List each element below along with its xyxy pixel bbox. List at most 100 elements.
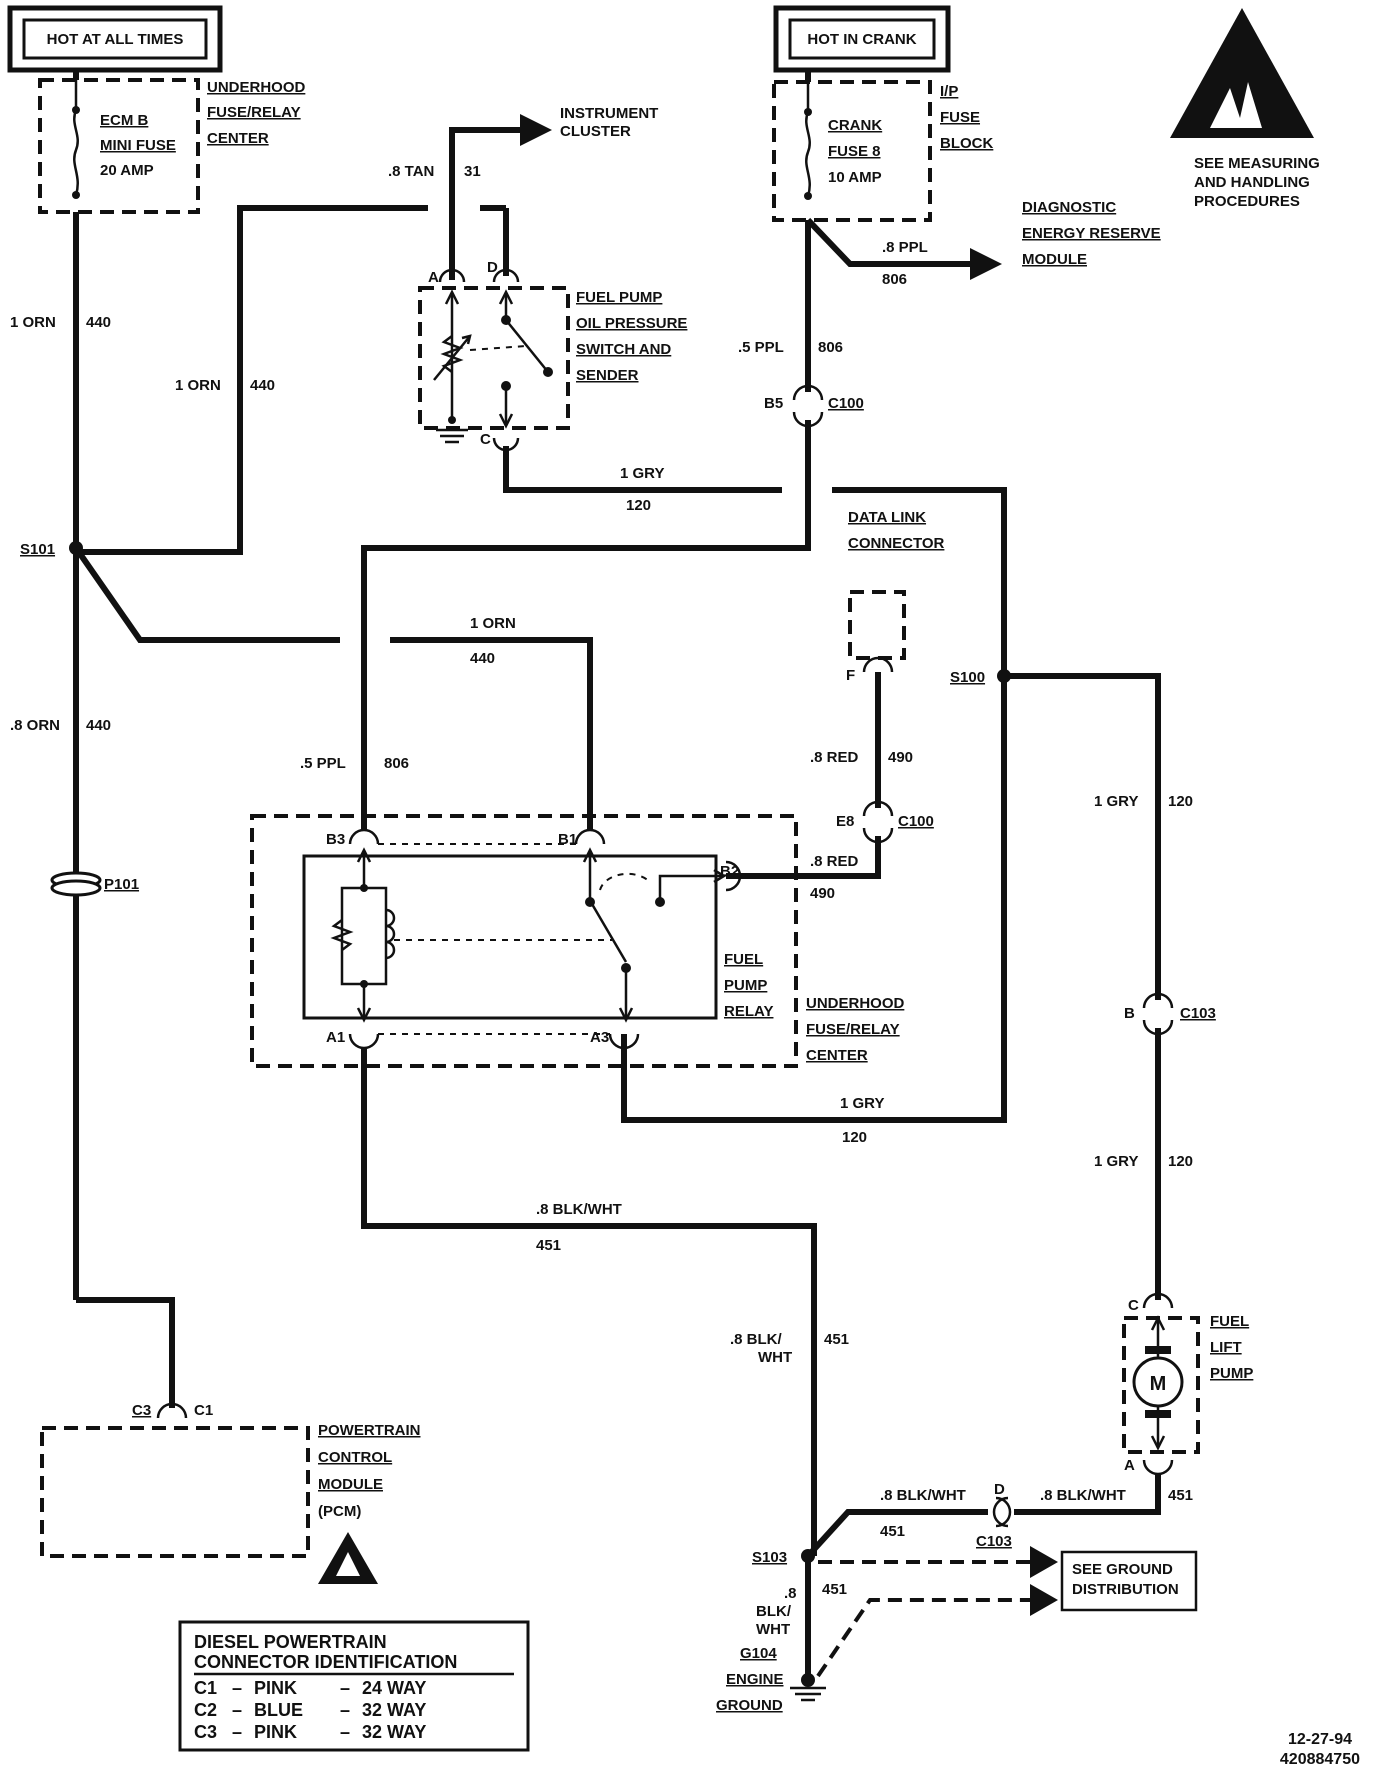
c103-b-connector: B C103 [1124,992,1216,1036]
blk-d-color: .8 BLK/WHT [1040,1487,1126,1504]
fuel-lift-pump-label-3: PUMP [1210,1365,1253,1382]
red-a-circuit: 490 [888,749,913,766]
fuel-pump-pin-c: C [1128,1297,1139,1314]
ip-fuse-label-1: I/P [940,83,958,100]
connector-legend: DIESEL POWERTRAIN CONNECTOR IDENTIFICATI… [178,1620,530,1752]
fuel-lift-pump-label-2: LIFT [1210,1339,1242,1356]
wire-120-switch [503,446,782,493]
tan-wire-color: .8 TAN [388,163,434,180]
dlc-label-2: CONNECTOR [848,535,945,552]
footer-date: 12-27-94 [1288,1731,1352,1748]
svg-text:M: M [1150,1373,1167,1395]
gry-c-circuit: 120 [1168,793,1193,810]
blk-b-circuit: 451 [824,1331,849,1348]
motor-icon [1132,1356,1184,1408]
ecm-b-fuse-type: MINI FUSE [100,137,176,154]
wire-440-circuit: 440 [86,314,111,331]
switch-pin-a: A [428,269,439,286]
relay-label-1: FUEL [724,951,763,968]
relay-label-3: RELAY [724,1003,773,1020]
wire-490-relay [726,836,881,879]
relay-pin-b1: B1 [558,831,577,848]
ppl-c-color: .5 PPL [300,755,346,772]
ip-fuse-block: CRANK FUSE 8 10 AMP I/P FUSE BLOCK [772,80,993,222]
c103-d-label: C103 [976,1533,1012,1550]
blk-c-color: .8 BLK/WHT [880,1487,966,1504]
svg-text:–: – [340,1700,350,1720]
red-b-circuit: 490 [810,885,835,902]
pcm-module: C3 C1 POWERTRAIN CONTROL MODULE (PCM) [40,1402,421,1584]
engine-label: ENGINE [726,1671,784,1688]
legend-row-1-id: C1 [194,1678,217,1698]
ppl-b-circuit: 806 [818,339,843,356]
blk-b-color-1: .8 BLK/ [730,1331,783,1348]
wire-440-diag [73,546,340,643]
esd-small-icon [318,1532,378,1584]
wire-440c-color: 1 ORN [470,615,516,632]
relay-pin-b3: B3 [326,831,345,848]
c103-d-pin: D [994,1481,1005,1498]
ground-label: GROUND [716,1697,783,1714]
switch-label-3: SWITCH AND [576,341,671,358]
dlc-label-1: DATA LINK [848,509,926,526]
wire-440b-color: 1 ORN [175,377,221,394]
wire-440-to-switch [76,205,428,555]
hot-at-all-times-box: HOT AT ALL TIMES [7,5,223,73]
s100-label: S100 [950,669,985,686]
relay-pin-a1: A1 [326,1029,345,1046]
crank-fuse-rating: 10 AMP [828,169,882,186]
g104-ground: G104 ENGINE GROUND [716,1645,826,1714]
relay-pin-a3: A3 [590,1029,609,1046]
esd-label-3: PROCEDURES [1194,193,1300,210]
blk-b-color-2: WHT [758,1349,792,1366]
p101-passthrough: P101 [50,871,139,897]
fuel-pump-relay: B3 B1 B2 A1 A3 FUEL PUMP RELAY UNDERHOOD [250,814,905,1068]
legend-title-2: CONNECTOR IDENTIFICATION [194,1652,457,1672]
underhood-label-2: FUSE/RELAY [207,104,301,121]
c100-e8-pin: E8 [836,813,854,830]
c100-b5-label: C100 [828,395,864,412]
pcm-label-3: MODULE [318,1476,383,1493]
derm-label-2: ENERGY RESERVE [1022,225,1161,242]
legend-row-2-color: BLUE [254,1700,303,1720]
esd-warning-icon: SEE MEASURING AND HANDLING PROCEDURES [1170,8,1320,210]
wire-440-to-relay [390,637,593,830]
blk-e-color-3: WHT [756,1621,790,1638]
pcm-c3-label: C3 [132,1402,151,1419]
wire-806-relay [361,420,811,830]
svg-text:–: – [340,1722,350,1742]
relay-label-2: PUMP [724,977,767,994]
legend-row-2-ways: 32 WAY [362,1700,426,1720]
wire-440-color: 1 ORN [10,314,56,331]
legend-row-1-ways: 24 WAY [362,1678,426,1698]
gry-d-circuit: 120 [1168,1153,1193,1170]
underhood-fuse-relay-center-top: ECM B MINI FUSE 20 AMP UNDERHOOD FUSE/RE… [38,78,306,214]
legend-title-1: DIESEL POWERTRAIN [194,1632,387,1652]
legend-row-1-color: PINK [254,1678,297,1698]
instrument-cluster-label-1: INSTRUMENT [560,105,658,122]
wire-806-derm [805,217,970,267]
underhood-label-1: UNDERHOOD [207,79,306,96]
svg-text:–: – [232,1722,242,1742]
ip-fuse-label-2: FUSE [940,109,980,126]
relay-underhood-1: UNDERHOOD [806,995,905,1012]
gry-b-color: 1 GRY [840,1095,884,1112]
hot-at-all-times-label: HOT AT ALL TIMES [47,31,184,48]
gry-d-color: 1 GRY [1094,1153,1138,1170]
blk-e-color-2: BLK/ [756,1603,792,1620]
blk-c-circuit: 451 [880,1523,905,1540]
wire-451-pump [1014,1474,1161,1515]
esd-label-1: SEE MEASURING [1194,155,1320,172]
hot-in-crank-label: HOT IN CRANK [807,31,916,48]
dlc-pin-f: F [846,667,855,684]
gry-a-color: 1 GRY [620,465,664,482]
pcm-label-4: (PCM) [318,1503,361,1520]
legend-row-3-ways: 32 WAY [362,1722,426,1742]
blk-e-circuit: 451 [822,1581,847,1598]
wire-120-s100 [832,487,1007,676]
blk-a-circuit: 451 [536,1237,561,1254]
ip-fuse-label-3: BLOCK [940,135,993,152]
c100-e8-label: C100 [898,813,934,830]
crank-fuse-type: FUSE 8 [828,143,881,160]
